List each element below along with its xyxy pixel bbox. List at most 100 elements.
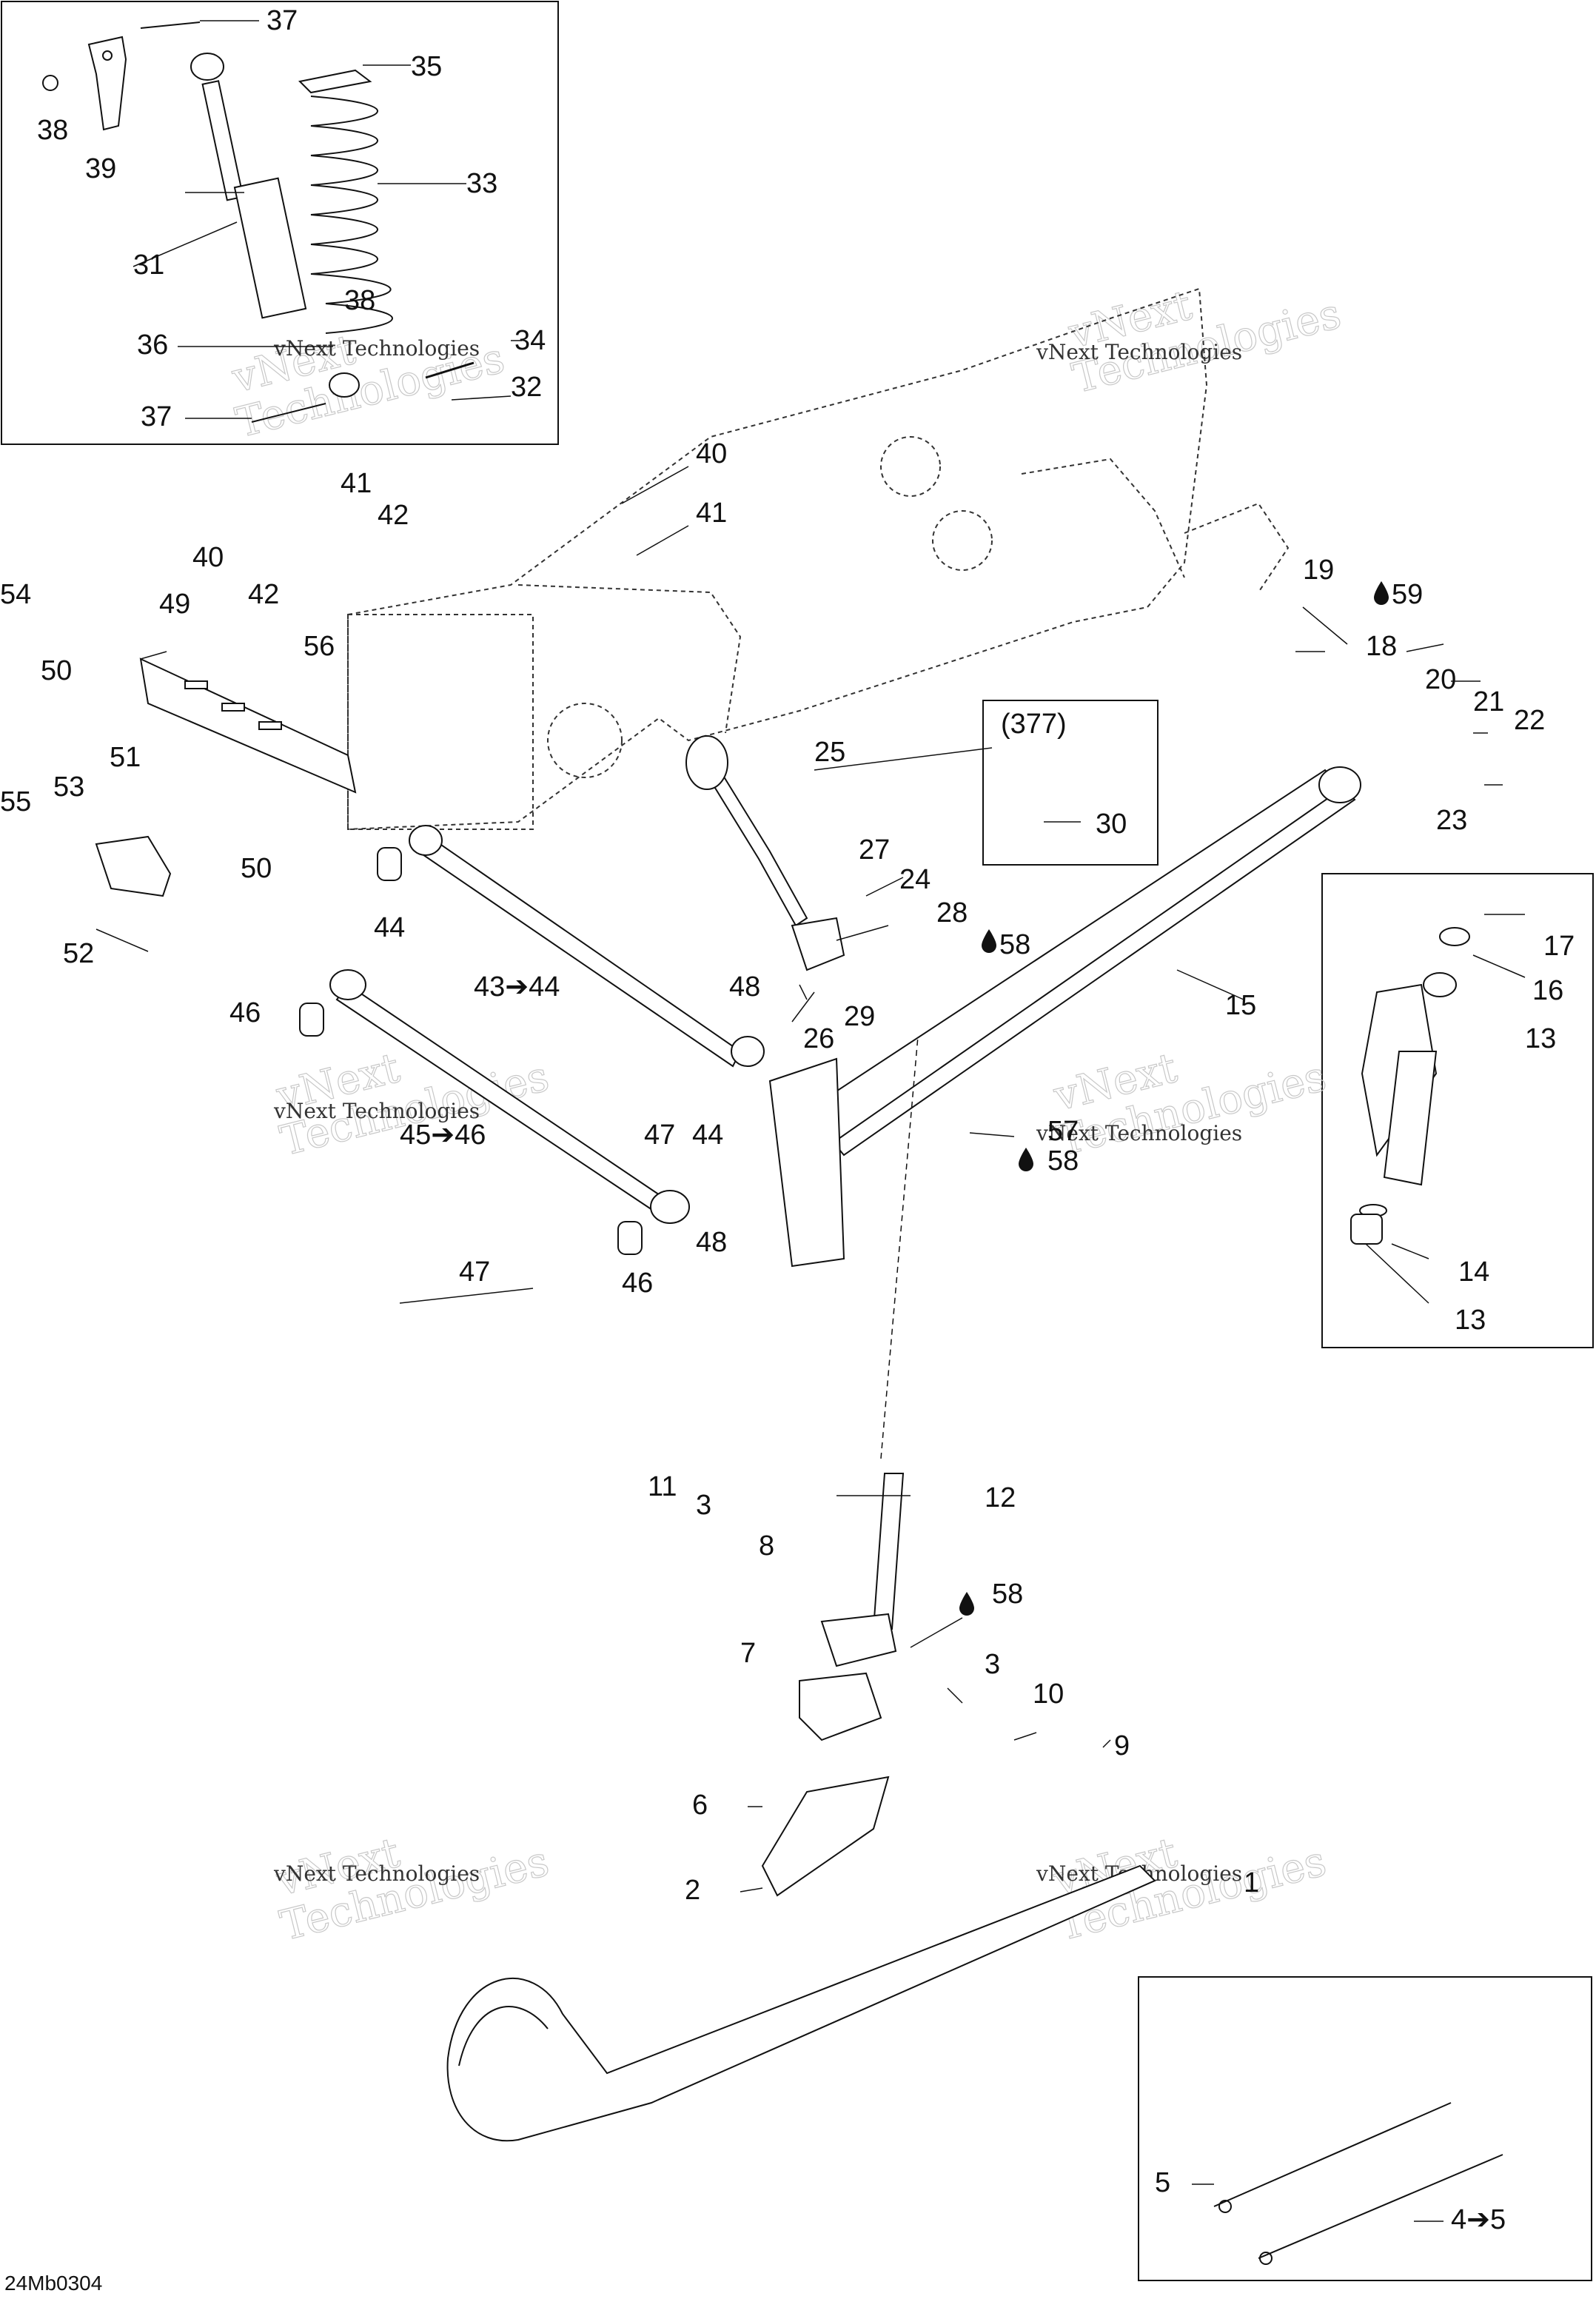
callout-55: 55: [0, 786, 31, 817]
spindle-12: [820, 1473, 905, 1667]
callout-40: 40: [696, 438, 727, 469]
callout-13: 13: [1525, 1023, 1556, 1054]
callout-23: 23: [1436, 805, 1467, 836]
callout-4-5: 4➔5: [1451, 2204, 1506, 2235]
callout-labels: 37 35 38 39 33 31 38 36 34 32 37 40 41 4…: [0, 5, 1575, 2235]
callout-18: 18: [1366, 631, 1397, 662]
inset-part-377-box: [982, 700, 1159, 866]
callout-35: 35: [411, 51, 442, 82]
callout-11: 11: [648, 1471, 677, 1502]
callout-7: 7: [740, 1638, 756, 1669]
callout-2: 2: [685, 1875, 700, 1906]
callout-52: 52: [63, 938, 94, 969]
runner-parts: [1213, 2102, 1503, 2265]
callout-22: 22: [1514, 705, 1545, 736]
oil-drop-icon: [1374, 581, 1389, 605]
inset-spindle-bushing-box: [1321, 873, 1594, 1348]
callout-13: 13: [1455, 1305, 1486, 1336]
callout-28: 28: [936, 897, 968, 928]
callout-42: 42: [248, 579, 279, 610]
callout-51: 51: [110, 742, 141, 773]
callout-50: 50: [41, 655, 72, 686]
steering-arm-27: [685, 735, 845, 971]
tie-rod-45-46: [299, 969, 690, 1255]
callout-54: 54: [0, 579, 31, 610]
oil-drop-icon: [959, 1592, 974, 1616]
bracket-55: [95, 835, 172, 897]
callout-19: 19: [1303, 555, 1334, 586]
oil-drop-icon: [1019, 1148, 1033, 1171]
callout-14: 14: [1458, 1256, 1489, 1288]
callout-39: 39: [85, 153, 116, 184]
callout-59: 59: [1392, 579, 1423, 610]
callout-43-44: 43➔44: [474, 971, 560, 1003]
callout-38: 38: [37, 115, 68, 146]
callout-1: 1: [1244, 1867, 1259, 1898]
callout-47: 47: [459, 1256, 490, 1288]
shock-bracket-39: [87, 36, 127, 131]
callout-37: 37: [141, 401, 172, 432]
spindle-inset-parts: [1350, 927, 1470, 1245]
shock-absorber-31: [190, 53, 360, 398]
watermark-text: vNext Technologies: [273, 336, 480, 361]
ski-leg-2: [761, 1776, 890, 1897]
callout-12: 12: [985, 1482, 1016, 1513]
oil-drop-icon: [982, 929, 996, 953]
callout-377: (377): [1001, 709, 1067, 740]
callout-31: 31: [133, 250, 164, 281]
inset-shock-box: [1, 1, 559, 445]
callout-57: 57: [1047, 1116, 1079, 1147]
callout-6: 6: [692, 1790, 708, 1821]
callout-46: 46: [229, 997, 261, 1028]
callout-40: 40: [192, 542, 224, 573]
callout-58: 58: [1047, 1145, 1079, 1177]
callout-49: 49: [159, 589, 190, 620]
callout-29: 29: [844, 1001, 875, 1032]
callout-46: 46: [622, 1268, 653, 1299]
callout-32: 32: [511, 372, 542, 403]
watermark-text: vNext Technologies: [273, 1861, 480, 1886]
callout-48: 48: [696, 1227, 727, 1258]
callout-10: 10: [1033, 1679, 1064, 1710]
callout-8: 8: [759, 1530, 774, 1562]
spring-33: [298, 69, 393, 334]
callout-27: 27: [859, 834, 890, 866]
callout-16: 16: [1532, 975, 1563, 1006]
callout-58: 58: [992, 1579, 1023, 1610]
ski-stopper-7: [799, 1672, 882, 1741]
callout-33: 33: [466, 168, 497, 199]
callout-48: 48: [729, 971, 760, 1003]
watermark-text: vNext Technologies: [273, 1099, 480, 1123]
callout-25: 25: [814, 737, 845, 768]
callout-3: 3: [985, 1649, 1000, 1680]
callout-30: 30: [1096, 809, 1127, 840]
callout-21: 21: [1473, 686, 1504, 717]
callout-20: 20: [1425, 664, 1456, 695]
callout-3: 3: [696, 1490, 711, 1521]
callout-15: 15: [1225, 990, 1256, 1021]
callout-5: 5: [1155, 2167, 1170, 2198]
callout-17: 17: [1543, 931, 1575, 962]
leader-lines: [95, 20, 1526, 2222]
callout-50: 50: [241, 853, 272, 884]
callout-9: 9: [1114, 1730, 1130, 1761]
callout-44: 44: [692, 1120, 723, 1151]
callout-26: 26: [803, 1023, 834, 1054]
callout-44: 44: [374, 912, 405, 943]
callout-41: 41: [696, 498, 727, 529]
tie-rod-43-44: [377, 825, 765, 1068]
bracket-54: [139, 657, 357, 794]
inset-runner-box: [1138, 1976, 1592, 2281]
shock-bolts: [42, 21, 475, 423]
callout-38: 38: [344, 285, 375, 316]
callout-42: 42: [378, 500, 409, 531]
watermark-text: vNext Technologies: [1036, 340, 1242, 364]
callout-36: 36: [137, 329, 168, 361]
callout-58: 58: [999, 929, 1030, 960]
callout-47: 47: [644, 1120, 675, 1151]
callout-53: 53: [53, 772, 84, 803]
callout-41: 41: [341, 468, 372, 499]
a-arm-15: [768, 766, 1361, 1268]
callout-45-46: 45➔46: [400, 1120, 486, 1151]
